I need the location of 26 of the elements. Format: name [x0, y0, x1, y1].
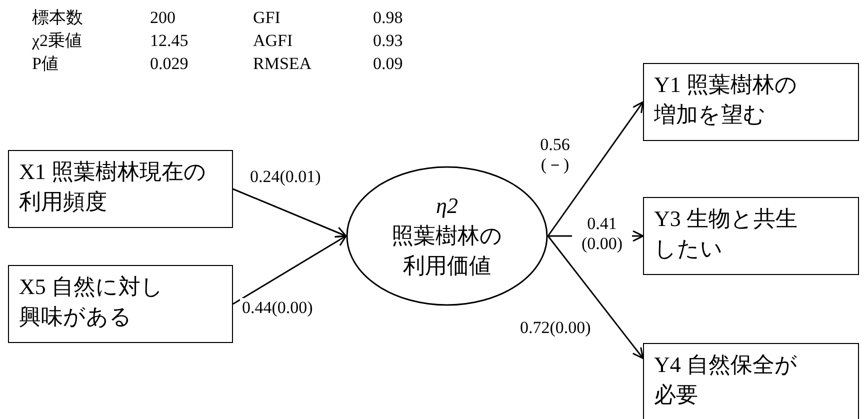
edge-label: 0.24(0.01) — [248, 167, 323, 187]
variable-box: X1 照葉樹林現在の利用頻度 — [8, 150, 233, 228]
stat-value: 12.45 — [150, 31, 188, 51]
stat-name: RMSEA — [253, 54, 312, 74]
stat-value: 0.98 — [373, 8, 403, 28]
arrow — [547, 101, 644, 236]
stat-value: 0.93 — [373, 31, 403, 51]
variable-box: Y3 生物と共生したい — [643, 197, 859, 275]
edge-label: 0.44(0.00) — [240, 298, 315, 318]
stat-value: 0.029 — [150, 54, 188, 74]
latent-symbol: η2 — [436, 192, 458, 220]
variable-box: Y1 照葉樹林の増加を望む — [643, 63, 859, 141]
edge-label: 0.72(0.00) — [518, 318, 593, 338]
arrow — [232, 188, 347, 238]
stat-name: P値 — [32, 54, 58, 74]
stat-name: χ2乗値 — [32, 31, 82, 51]
stat-name: 標本数 — [32, 8, 83, 28]
stat-name: AGFI — [253, 31, 293, 51]
latent-name: 照葉樹林の利用価値 — [390, 222, 504, 280]
arrow — [232, 235, 347, 305]
stat-value: 200 — [150, 8, 176, 28]
stat-name: GFI — [253, 8, 280, 28]
variable-box: X5 自然に対し興味がある — [8, 265, 233, 343]
stat-value: 0.09 — [373, 54, 403, 74]
arrow — [547, 236, 644, 360]
variable-box: Y4 自然保全が必要 — [643, 343, 859, 419]
